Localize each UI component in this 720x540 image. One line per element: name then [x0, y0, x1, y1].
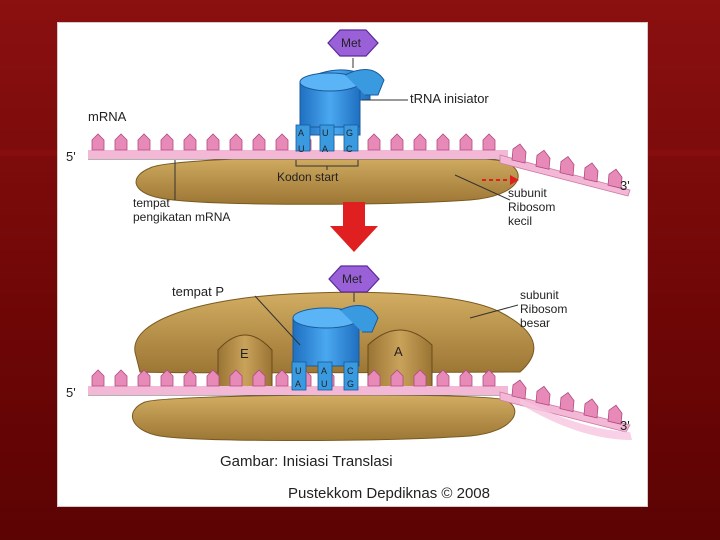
mrna-base — [367, 369, 381, 387]
mrna-base — [114, 133, 128, 151]
anticodon-letter: A — [321, 366, 327, 376]
mrna-base — [559, 392, 575, 413]
mrna-base — [559, 156, 575, 177]
mrna-label: mRNA — [88, 109, 127, 124]
mrna-base — [160, 133, 174, 151]
met-label-top: Met — [341, 36, 362, 50]
three-prime-bottom: 3' — [620, 418, 630, 433]
mrna-base — [459, 133, 473, 151]
anticodon-letter: G — [346, 128, 353, 138]
mrna-base — [583, 162, 599, 183]
codon-letter: C — [346, 144, 353, 154]
codon-letter: U — [321, 379, 328, 389]
mrna-base — [252, 369, 266, 387]
figure-caption: Gambar: Inisiasi Translasi — [220, 453, 393, 470]
binding-site-label-line2: pengikatan mRNA — [133, 210, 230, 224]
mrna-base — [436, 133, 450, 151]
mrna-base — [511, 379, 527, 400]
mrna-base — [607, 404, 623, 425]
e-site-label: E — [240, 346, 249, 361]
mrna-base — [413, 369, 427, 387]
five-prime-bottom: 5' — [66, 385, 76, 400]
mrna-base — [607, 168, 623, 189]
large-subunit-label-line2: Ribosom — [520, 302, 567, 316]
mrna-base — [275, 133, 289, 151]
mrna-base — [390, 133, 404, 151]
anticodon-letter: C — [347, 366, 354, 376]
transition-arrow — [330, 202, 378, 252]
mrna-base — [367, 133, 381, 151]
mrna-base — [206, 133, 220, 151]
mrna-base — [459, 369, 473, 387]
mrna-strand-bottom — [88, 369, 632, 440]
movement-arrowhead — [510, 175, 519, 185]
large-subunit-label-line1: subunit — [520, 288, 559, 302]
mrna-base — [252, 133, 266, 151]
small-subunit-label-line2: Ribosom — [508, 200, 555, 214]
trna-initiator-top — [295, 58, 385, 152]
mrna-base — [413, 133, 427, 151]
three-prime-top: 3' — [620, 178, 630, 193]
mrna-base — [583, 398, 599, 419]
trna-p-site — [291, 292, 379, 391]
large-subunit-label-line3: besar — [520, 316, 550, 330]
small-subunit-label-line1: subunit — [508, 186, 547, 200]
mrna-base — [390, 369, 404, 387]
mrna-base — [229, 369, 243, 387]
kodon-bracket — [295, 160, 359, 170]
mrna-base — [114, 369, 128, 387]
credit-line: Pustekkom Depdiknas © 2008 — [288, 485, 490, 502]
a-site-label: A — [394, 344, 403, 359]
mrna-base — [137, 369, 151, 387]
met-hexagon-top — [327, 29, 379, 57]
codon-letter: A — [295, 379, 301, 389]
mrna-base — [206, 369, 220, 387]
mrna-base — [183, 133, 197, 151]
p-site-pointer — [254, 295, 301, 346]
codon-letter: U — [298, 144, 305, 154]
mrna-base — [160, 369, 174, 387]
five-prime-top: 5' — [66, 149, 76, 164]
trna-initiator-label: tRNA inisiator — [410, 91, 489, 106]
mrna-base — [535, 385, 551, 406]
mrna-base — [137, 133, 151, 151]
bottom-stage: E A Met U A C A U G — [66, 265, 632, 441]
met-label-bottom: Met — [342, 272, 363, 286]
kodon-start-label: Kodon start — [277, 170, 339, 184]
p-site-label: tempat P — [172, 284, 224, 299]
mrna-base — [229, 133, 243, 151]
codon-letter: G — [347, 379, 354, 389]
mrna-base — [91, 133, 105, 151]
top-stage: Met A U G U A C Kodon start mRNA 5' 3' t… — [66, 29, 631, 228]
met-hexagon-bottom — [328, 265, 380, 293]
small-subunit-label-line3: kecil — [508, 214, 532, 228]
mrna-base — [183, 369, 197, 387]
small-subunit-bottom — [131, 394, 516, 441]
mrna-base — [482, 133, 496, 151]
anticodon-letter: U — [322, 128, 329, 138]
large-subunit-pointer — [469, 304, 519, 319]
mrna-base — [275, 369, 289, 387]
mrna-base — [482, 369, 496, 387]
binding-site-label-line1: tempat — [133, 196, 170, 210]
small-subunit-pointer — [454, 174, 511, 201]
mrna-base — [91, 369, 105, 387]
codon-letter: A — [322, 144, 328, 154]
mrna-base — [436, 369, 450, 387]
anticodon-letter: U — [295, 366, 302, 376]
anticodon-letter: A — [298, 128, 304, 138]
mrna-base — [511, 143, 527, 164]
mrna-base — [535, 149, 551, 170]
